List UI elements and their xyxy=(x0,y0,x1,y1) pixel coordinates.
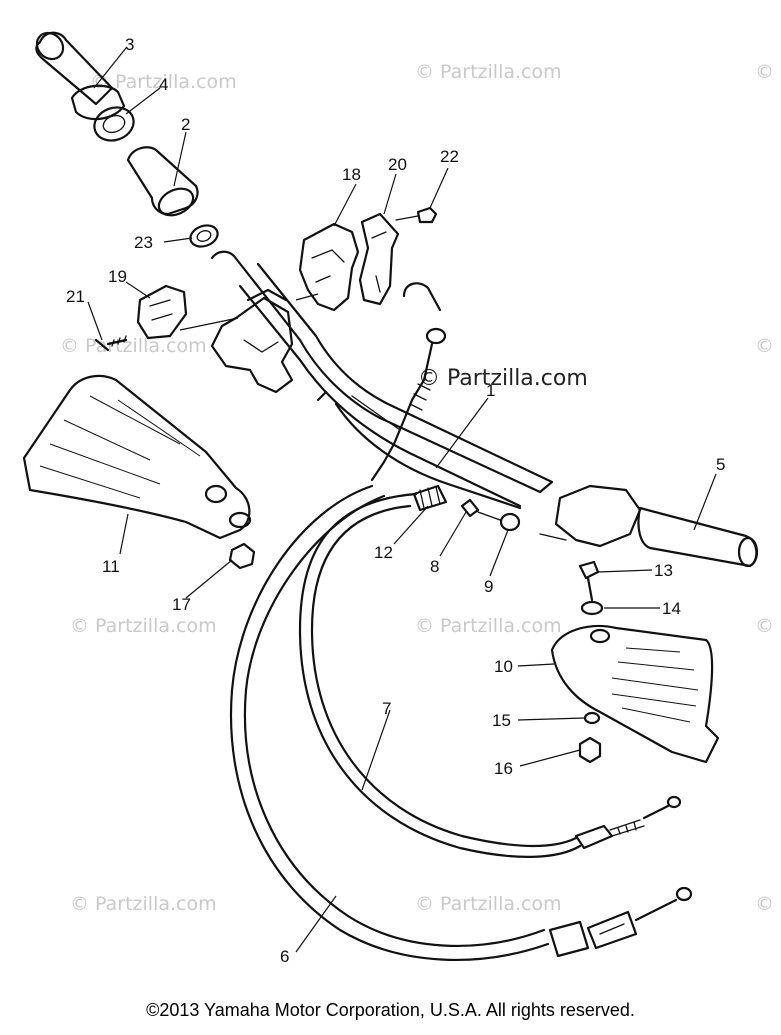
watermark-large: © Partzilla.com xyxy=(418,366,588,391)
lever-plate xyxy=(358,212,400,306)
screw-left xyxy=(94,335,128,352)
callout-10: 10 xyxy=(494,657,513,676)
callout-18: 18 xyxy=(342,165,361,184)
callout-labels: 3 4 2 23 19 21 18 20 22 1 5 12 8 9 13 14… xyxy=(66,35,725,966)
throttle-cable xyxy=(229,484,693,961)
callout-16: 16 xyxy=(494,759,513,778)
callout-17: 17 xyxy=(172,595,191,614)
nut-left xyxy=(228,542,256,570)
screw-top xyxy=(395,206,438,224)
watermark: © Partzilla.com xyxy=(415,615,562,637)
callout-21: 21 xyxy=(66,287,85,306)
callout-7: 7 xyxy=(382,699,391,718)
callout-15: 15 xyxy=(492,711,511,730)
watermarks: © Partzilla.com © Partzilla.com © Partzi… xyxy=(60,61,781,915)
callout-9: 9 xyxy=(484,577,493,596)
copyright-notice: ©2013 Yamaha Motor Corporation, U.S.A. A… xyxy=(146,1000,635,1020)
callout-5: 5 xyxy=(716,455,725,474)
callout-19: 19 xyxy=(108,267,127,286)
left-hand-guard xyxy=(22,374,252,540)
left-switch-housing xyxy=(210,288,294,394)
clutch-cable xyxy=(298,492,682,858)
callout-22: 22 xyxy=(440,147,459,166)
callout-20: 20 xyxy=(388,155,407,174)
watermark: © Partzilla.com xyxy=(415,61,562,83)
collar xyxy=(189,224,219,248)
throttle-tube xyxy=(126,146,199,217)
callout-8: 8 xyxy=(430,557,439,576)
bolt-right xyxy=(578,560,604,616)
callout-12: 12 xyxy=(374,543,393,562)
callout-11: 11 xyxy=(102,557,120,576)
leader-lines xyxy=(87,47,717,953)
callout-3: 3 xyxy=(125,35,134,54)
upper-cable-end xyxy=(370,282,447,482)
callout-23: 23 xyxy=(134,233,153,252)
watermark: © Partzilla.com xyxy=(415,893,562,915)
lever-bracket xyxy=(295,222,360,312)
callout-6: 6 xyxy=(280,947,289,966)
callout-4: 4 xyxy=(159,75,168,94)
callout-1: 1 xyxy=(486,381,495,400)
watermark: © Partzilla.com xyxy=(755,335,781,357)
watermark: © Partzilla.com xyxy=(70,615,217,637)
clamp xyxy=(136,284,239,340)
callout-13: 13 xyxy=(654,561,673,580)
callout-2: 2 xyxy=(181,115,190,134)
watermark: © Partzilla.com xyxy=(755,893,781,915)
cable-adjuster xyxy=(412,484,521,532)
grip-ring xyxy=(93,106,135,142)
left-grip xyxy=(35,31,126,121)
washer-nut xyxy=(578,711,602,764)
watermark: © Partzilla.com xyxy=(70,893,217,915)
callout-14: 14 xyxy=(662,599,681,618)
watermark: © Partzilla.com xyxy=(755,615,781,637)
watermark: © Partzilla.com xyxy=(755,61,781,83)
watermark: © Partzilla.com xyxy=(90,71,237,93)
right-grip xyxy=(539,484,759,568)
watermark: © Partzilla.com xyxy=(60,335,207,357)
right-hand-guard xyxy=(550,624,720,764)
